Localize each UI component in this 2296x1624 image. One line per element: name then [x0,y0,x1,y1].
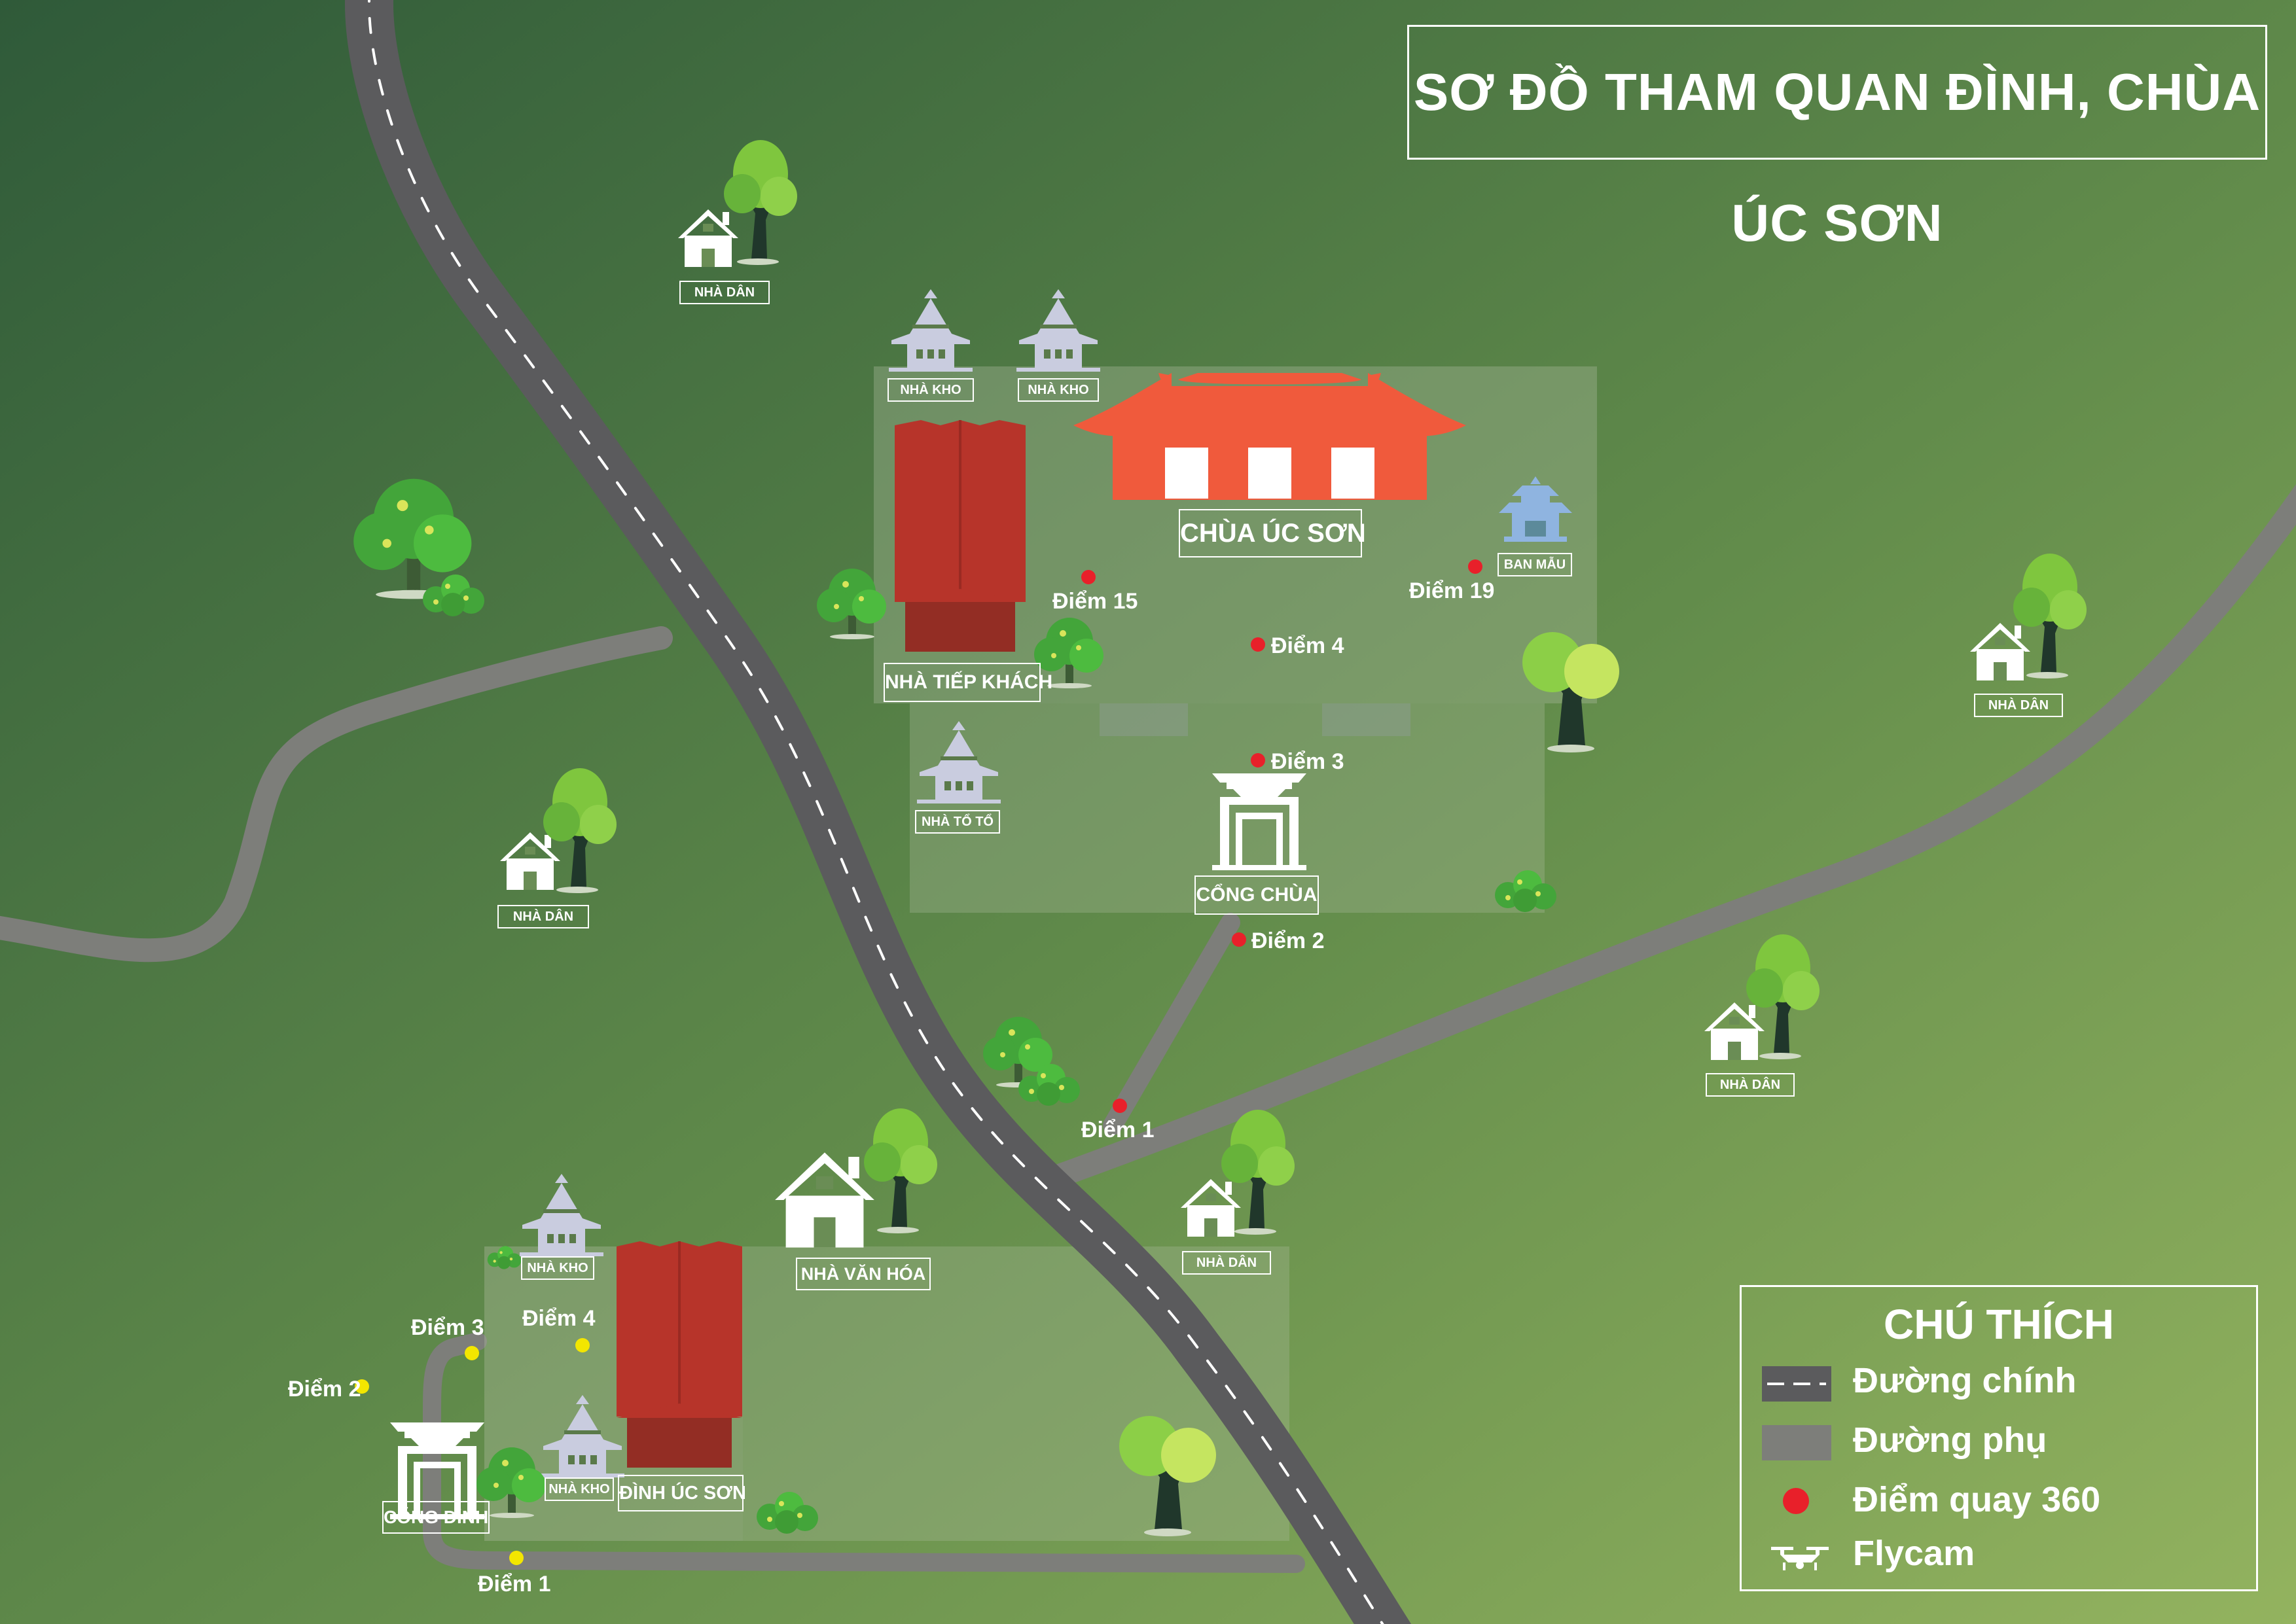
legend-camera-point: Điểm quay 360 [1853,1480,2101,1519]
point-label: Điểm 3 [411,1315,484,1340]
point-label: Điểm 1 [478,1572,551,1597]
legend-flycam: Flycam [1853,1534,1975,1573]
side-roads [0,484,2296,1573]
point-label: Điểm 4 [522,1306,596,1331]
legend-side-road: Đường phụ [1853,1421,2047,1460]
side-road-temple-link [1103,913,1240,1135]
camera-dot-icon [1783,1488,1809,1514]
label-nha-dan: NHÀ DÂN [1182,1251,1271,1275]
flycam-dot-icon[interactable] [355,1379,369,1394]
point-label: Điểm 19 [1409,578,1495,603]
label-cong-chua: CỔNG CHÙA [1194,875,1319,915]
camera-dot-icon[interactable] [1251,753,1265,768]
side-road-swatch [1762,1425,1831,1460]
camera-dot-icon[interactable] [1081,570,1096,584]
camera-dot-icon[interactable] [1232,932,1246,947]
label-nha-kho: NHÀ KHO [1018,378,1099,402]
label-nha-to-to: NHÀ TỔ TỔ [915,810,1000,834]
legend-main-road: Đường chính [1853,1361,2077,1400]
label-nha-kho: NHÀ KHO [545,1477,614,1501]
legend: CHÚ THÍCH Đường chính Đường phụ Điểm qua… [1740,1285,2258,1591]
legend-title: CHÚ THÍCH [1884,1301,2114,1348]
label-chua-uc-son: CHÙA ÚC SƠN [1179,509,1366,557]
side-road-east [1042,484,2296,1190]
point-label: Điểm 2 [1251,928,1325,953]
label-dinh-uc-son: ĐÌNH ÚC SƠN [618,1475,746,1511]
flycam-dot-icon[interactable] [465,1346,479,1360]
label-nha-kho: NHÀ KHO [521,1256,594,1280]
temple-compound [874,366,1597,913]
label-nha-dan: NHÀ DÂN [497,905,589,928]
label-cong-dinh: CỔNG ĐÌNH [382,1501,490,1534]
main-road [345,0,1412,1624]
label-nha-van-hoa: NHÀ VĂN HÓA [796,1258,931,1290]
drone-icon [1771,1547,1829,1570]
flycam-dot-icon[interactable] [575,1338,590,1352]
point-label: Điểm 4 [1271,633,1344,658]
side-road-west [0,626,673,962]
point-label: Điểm 3 [1271,749,1344,774]
camera-dot-icon[interactable] [1113,1099,1127,1113]
point-label: Điểm 15 [1052,589,1138,614]
label-nha-kho: NHÀ KHO [888,378,974,402]
label-ban-mau: BAN MẪU [1498,553,1572,576]
label-nha-dan: NHÀ DÂN [679,281,770,304]
label-nha-dan: NHÀ DÂN [1706,1073,1795,1097]
flycam-dot-icon[interactable] [509,1551,524,1565]
map-title: SƠ ĐỒ THAM QUAN ĐÌNH, CHÙA ÚC SƠN [1407,25,2267,252]
camera-dot-icon[interactable] [1468,559,1482,574]
guest-house-roof-icon [895,420,1026,652]
point-label: Điểm 2 [288,1377,361,1402]
side-road-communal [423,1332,1305,1573]
legend-swatches [1762,1366,1831,1570]
point-label: Điểm 1 [1081,1118,1155,1142]
pagoda-icon [1073,373,1466,500]
communal-house-roof-icon [617,1241,742,1468]
camera-dot-icon[interactable] [1251,637,1265,652]
label-nha-dan: NHÀ DÂN [1974,694,2063,717]
label-nha-tiep-khach: NHÀ TIẾP KHÁCH [884,663,1052,702]
